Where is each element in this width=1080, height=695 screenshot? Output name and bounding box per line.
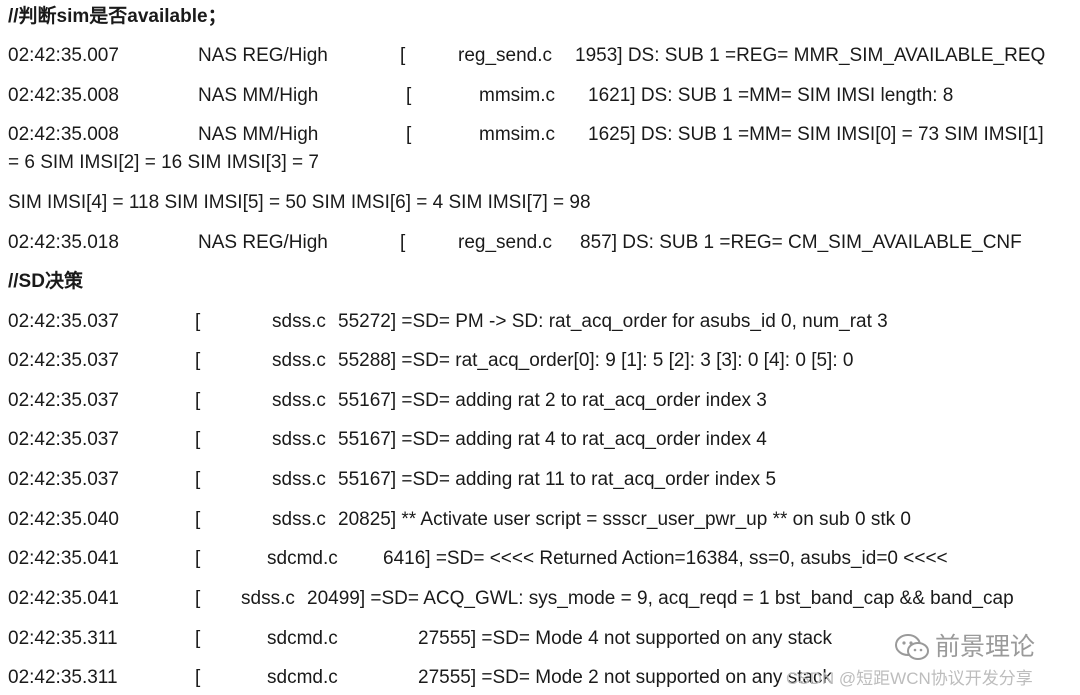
log-time: 02:42:35.007 [8, 45, 119, 66]
log-time: 02:42:35.008 [8, 124, 119, 145]
log-time: 02:42:35.037 [8, 350, 119, 371]
log-time: 02:42:35.008 [8, 85, 119, 106]
log-message: 20825] ** Activate user script = ssscr_u… [338, 509, 911, 530]
log-file: reg_send.c [458, 232, 553, 253]
log-time: 02:42:35.040 [8, 509, 119, 530]
log-file: sdcmd.c [267, 667, 338, 688]
log-message: 27555] =SD= Mode 2 not supported on any … [418, 667, 833, 688]
log-bracket: [ [195, 350, 201, 371]
log-message: 55167] =SD= adding rat 2 to rat_acq_orde… [338, 390, 767, 411]
log-time: 02:42:35.037 [8, 311, 119, 332]
log-message: 27555] =SD= Mode 4 not supported on any … [418, 628, 833, 649]
log-bracket: [ [195, 667, 201, 688]
log-bracket: [ [195, 311, 201, 332]
log-bracket: [ [406, 85, 412, 106]
log-time: 02:42:35.037 [8, 390, 119, 411]
heading-sd-decision: //SD决策 [8, 271, 83, 292]
log-module: NAS REG/High [198, 45, 328, 66]
watermark-csdn: CSDN @短距WCN协议开发分享 [786, 669, 1033, 688]
log-file: sdss.c [272, 429, 326, 450]
log-message: 55272] =SD= PM -> SD: rat_acq_order for … [338, 311, 888, 332]
log-time: 02:42:35.037 [8, 429, 119, 450]
log-message: 1625] DS: SUB 1 =MM= SIM IMSI[0] = 73 SI… [588, 124, 1044, 145]
log-file: mmsim.c [479, 85, 555, 106]
log-message: 857] DS: SUB 1 =REG= CM_SIM_AVAILABLE_CN… [580, 232, 1022, 253]
log-file: sdss.c [272, 509, 326, 530]
log-bracket: [ [195, 628, 201, 649]
log-time: 02:42:35.041 [8, 548, 119, 569]
log-bracket: [ [195, 390, 201, 411]
log-file: sdss.c [272, 350, 326, 371]
log-time: 02:42:35.018 [8, 232, 119, 253]
log-file: sdss.c [272, 390, 326, 411]
log-message: 55167] =SD= adding rat 4 to rat_acq_orde… [338, 429, 767, 450]
log-message: 1953] DS: SUB 1 =REG= MMR_SIM_AVAILABLE_… [575, 45, 1046, 66]
wechat-icon [895, 634, 929, 660]
log-bracket: [ [400, 232, 406, 253]
log-message: 55288] =SD= rat_acq_order[0]: 9 [1]: 5 [… [338, 350, 854, 371]
log-file: sdss.c [272, 311, 326, 332]
heading-sim-check: //判断sim是否available； [8, 6, 227, 27]
log-bracket: [ [195, 509, 201, 530]
log-bracket: [ [400, 45, 406, 66]
log-time: 02:42:35.041 [8, 588, 119, 609]
watermark-brand: 前景理论 [935, 633, 1036, 661]
log-time: 02:42:35.311 [8, 667, 118, 688]
log-bracket: [ [195, 588, 201, 609]
log-bracket: [ [195, 429, 201, 450]
log-message: 1621] DS: SUB 1 =MM= SIM IMSI length: 8 [588, 85, 954, 106]
log-file: reg_send.c [458, 45, 553, 66]
log-continuation: SIM IMSI[4] = 118 SIM IMSI[5] = 50 SIM I… [8, 192, 591, 213]
log-time: 02:42:35.037 [8, 469, 119, 490]
log-bracket: [ [195, 469, 201, 490]
log-time: 02:42:35.311 [8, 628, 118, 649]
log-file: sdss.c [241, 588, 295, 609]
log-message: 20499] =SD= ACQ_GWL: sys_mode = 9, acq_r… [307, 588, 1014, 609]
log-bracket: [ [195, 548, 201, 569]
log-file: sdcmd.c [267, 628, 338, 649]
log-file: sdcmd.c [267, 548, 338, 569]
log-message: 6416] =SD= <<<< Returned Action=16384, s… [383, 548, 948, 569]
log-continuation: = 6 SIM IMSI[2] = 16 SIM IMSI[3] = 7 [8, 152, 319, 173]
log-module: NAS REG/High [198, 232, 328, 253]
log-bracket: [ [406, 124, 412, 145]
log-module: NAS MM/High [198, 85, 319, 106]
log-message: 55167] =SD= adding rat 11 to rat_acq_ord… [338, 469, 777, 490]
log-file: mmsim.c [479, 124, 555, 145]
log-file: sdss.c [272, 469, 326, 490]
log-module: NAS MM/High [198, 124, 319, 145]
